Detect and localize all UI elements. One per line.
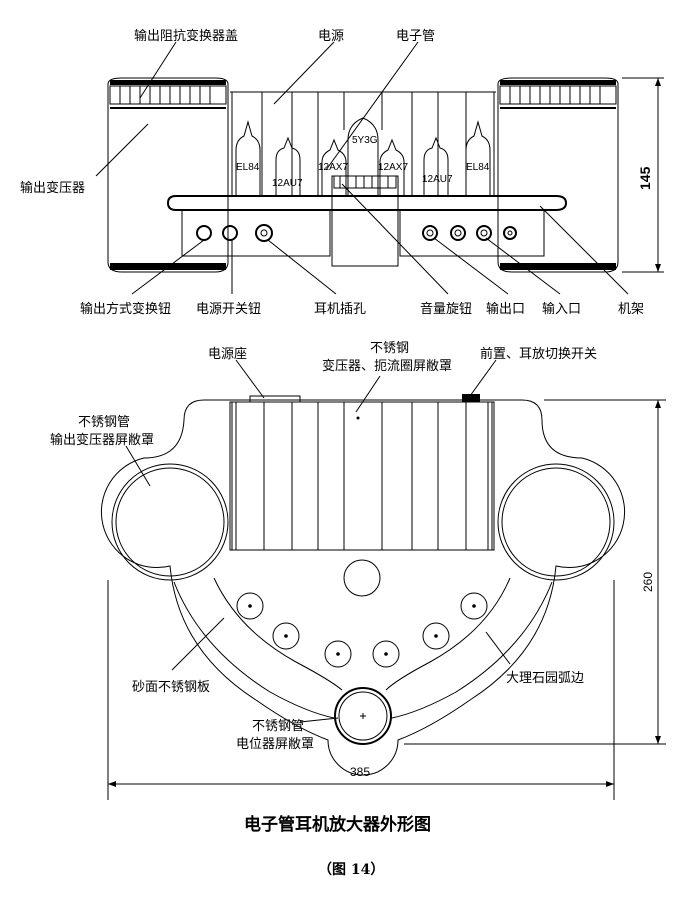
- label-headphone-jack: 耳机插孔: [314, 302, 366, 317]
- tube-label-12au7-right: 12AU7: [422, 174, 453, 185]
- knob-2[interactable]: [272, 622, 300, 650]
- front-view: EL84 12AU7 12AX7 5Y3G 12AX7 12AU7 EL84: [20, 28, 664, 317]
- front-leaders: [95, 41, 629, 295]
- height-dimension: 145: [622, 77, 664, 273]
- volume-knob-top[interactable]: [343, 559, 381, 597]
- label-tube: 电子管: [396, 29, 435, 44]
- input-port-1[interactable]: [476, 225, 492, 241]
- knob-4[interactable]: [372, 640, 400, 668]
- label-chassis: 机架: [618, 302, 644, 317]
- label-power-switch: 电源开关钮: [196, 302, 261, 317]
- depth-dimension: 260: [404, 399, 666, 745]
- preamp-switch[interactable]: [462, 394, 480, 402]
- label-preamp-switch: 前置、耳放切换开关: [480, 346, 597, 362]
- pot-cover: [334, 687, 392, 745]
- power-socket: [249, 395, 301, 403]
- knob-1[interactable]: [236, 592, 264, 620]
- top-view: 电源座 不锈钢 变压器、扼流圈屏敝罩 前置、耳放切换开关 不锈钢管 输出变压器屏…: [50, 341, 666, 800]
- label-pot-cover-2: 电位器屏敝罩: [236, 736, 314, 752]
- label-volume-knob: 音量旋钮: [420, 301, 472, 317]
- label-marble-edge: 大理石园弧边: [506, 671, 584, 686]
- volume-knob-block: [331, 175, 399, 267]
- tubes: EL84 12AU7 12AX7 5Y3G 12AX7 12AU7 EL84: [235, 117, 491, 196]
- width-dimension: 385: [107, 580, 615, 800]
- tube-label-12ax7-right: 12AX7: [378, 162, 408, 173]
- label-left-cover-2: 输出变压器屏敝罩: [50, 432, 154, 448]
- tube-label-el84-right: EL84: [466, 162, 490, 173]
- knob-3[interactable]: [324, 640, 352, 668]
- top-leaders: [125, 359, 511, 723]
- power-switch-knob[interactable]: [222, 225, 238, 241]
- top-knobs: [236, 592, 488, 668]
- label-left-cover-1: 不锈钢管: [78, 415, 130, 430]
- knob-5[interactable]: [422, 622, 450, 650]
- label-center-cover-2: 变压器、扼流圈屏敝罩: [322, 358, 452, 374]
- label-center-cover-1: 不锈钢: [370, 341, 409, 356]
- label-output-transformer: 输出变压器: [20, 180, 85, 196]
- output-port-1[interactable]: [422, 225, 438, 241]
- label-output-port: 输出口: [486, 301, 525, 317]
- left-output-transformer: [107, 77, 229, 273]
- right-output-transformer: [497, 77, 619, 273]
- figure-title: 电子管耳机放大器外形图: [244, 814, 431, 835]
- label-transformer-cover: 输出阻抗变换器盖: [134, 28, 238, 44]
- label-input-port: 输入口: [542, 301, 581, 317]
- chassis-front: [166, 175, 568, 267]
- right-transformer-cover: [497, 463, 615, 581]
- input-port-2[interactable]: [503, 226, 517, 240]
- output-mode-knob[interactable]: [196, 225, 212, 241]
- width-dim-label: 385: [350, 765, 370, 779]
- headphone-jack[interactable]: [255, 224, 273, 242]
- tube-label-12ax7-left: 12AX7: [318, 162, 348, 173]
- tube-label-12au7-left: 12AU7: [272, 178, 303, 189]
- output-port-2[interactable]: [450, 225, 466, 241]
- left-transformer-cover: [111, 463, 229, 581]
- label-power: 电源: [318, 29, 344, 44]
- center-shield-top: [229, 401, 495, 551]
- tube-label-5y3g: 5Y3G: [352, 135, 378, 146]
- label-pot-cover-1: 不锈钢管: [252, 719, 304, 734]
- label-sand-plate: 砂面不锈钢板: [132, 680, 210, 695]
- base-plate-outline: [100, 399, 626, 776]
- tube-label-el84-left: EL84: [236, 162, 260, 173]
- height-dim-label: 145: [637, 166, 653, 190]
- label-output-mode-knob: 输出方式变换钮: [80, 301, 171, 317]
- label-power-socket: 电源座: [208, 347, 247, 362]
- depth-dim-label: 260: [641, 572, 655, 592]
- knob-6[interactable]: [460, 592, 488, 620]
- figure-number: （图 14）: [318, 862, 384, 878]
